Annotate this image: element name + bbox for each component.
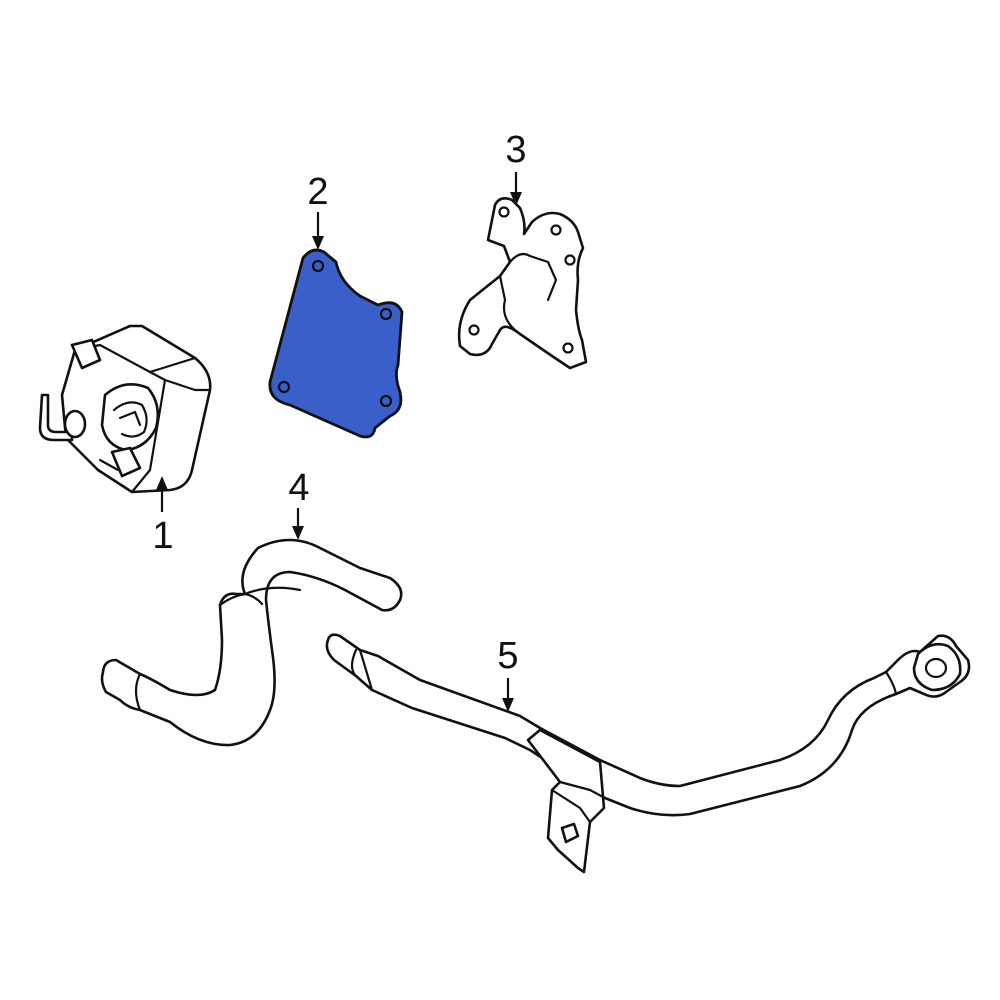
part-2-bracket-highlighted[interactable] <box>268 248 404 439</box>
callout-label-2: 2 <box>307 171 328 213</box>
part-4-hose[interactable] <box>100 538 403 747</box>
callout-arrow-1 <box>156 476 168 512</box>
callout-arrow-5 <box>502 678 514 712</box>
part-1-oil-cooler[interactable] <box>38 324 212 494</box>
part-3-bracket[interactable] <box>457 197 588 370</box>
callout-arrow-3 <box>510 172 522 206</box>
callout-label-3: 3 <box>505 129 526 171</box>
callout-label-4: 4 <box>288 467 309 509</box>
callout-arrow-4 <box>292 508 304 540</box>
callout-arrow-2 <box>312 212 324 250</box>
callout-label-5: 5 <box>497 635 518 677</box>
part-5-tube[interactable] <box>325 633 971 874</box>
callout-label-1: 1 <box>152 515 173 557</box>
